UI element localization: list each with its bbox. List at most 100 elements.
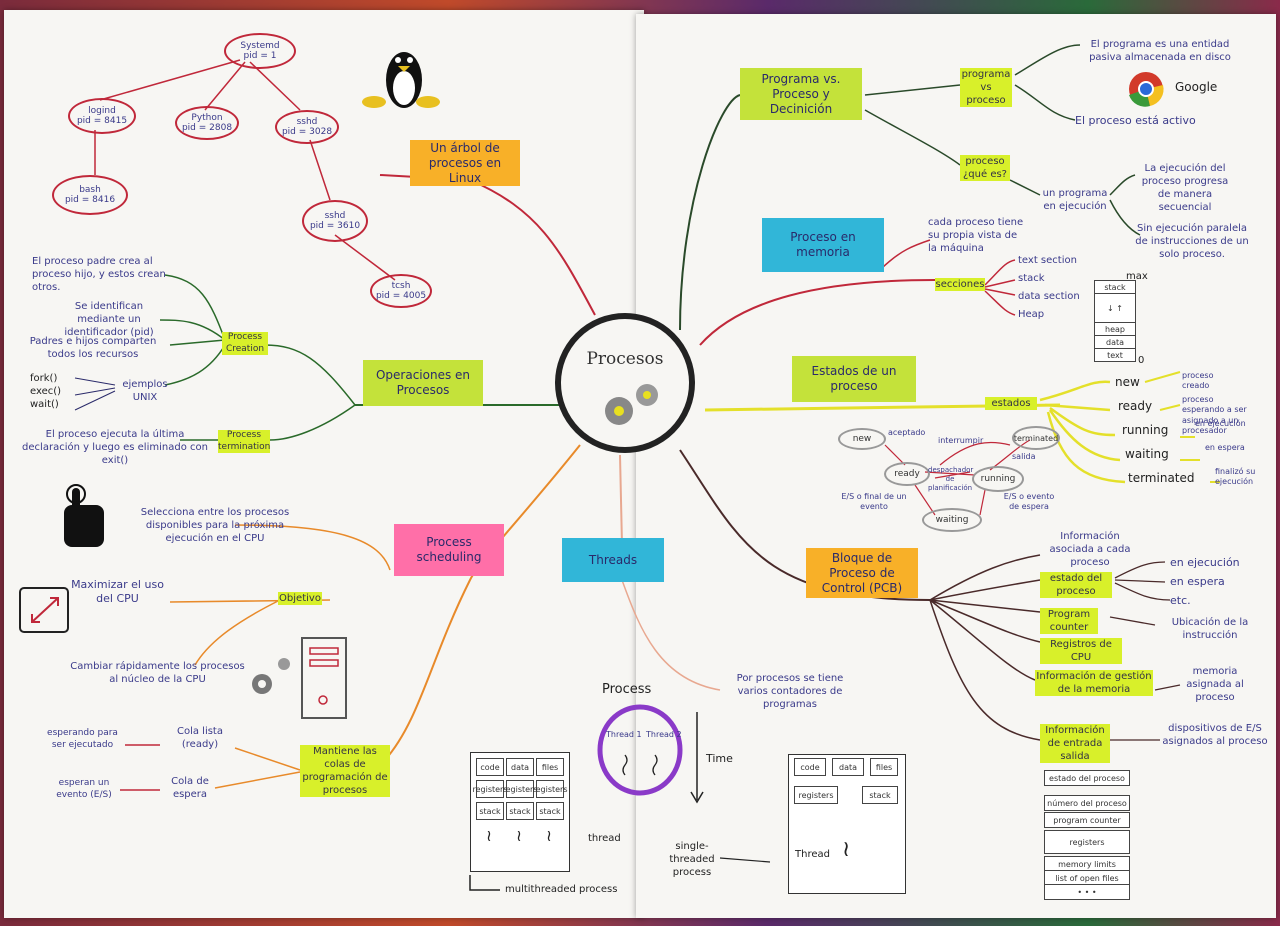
thread-squiggle: ≀: [546, 826, 552, 845]
diagram-label: interrumpir: [938, 436, 984, 445]
maximize-icon: [19, 587, 69, 633]
pcb-table-row: estado del proceso: [1044, 770, 1130, 786]
multithread-cell: files: [536, 758, 564, 776]
objective-label: Objetivo: [278, 592, 322, 605]
thread2-label: Thread 2: [646, 730, 682, 739]
state-desc: proceso esperando a ser asignado a un pr…: [1182, 395, 1247, 436]
state-desc: en espera: [1205, 443, 1245, 452]
creation-label: Process Creation: [222, 332, 268, 356]
multithread-cell: registers: [472, 780, 508, 798]
right-page: [636, 14, 1276, 918]
secuencial-text: La ejecución del proceso progresa de man…: [1141, 163, 1229, 213]
pcb-es: Información de entrada salida: [1040, 724, 1110, 763]
pcb-table-row: • • •: [1044, 884, 1130, 900]
secciones-label: secciones: [935, 278, 985, 291]
multithread-cell: registers: [502, 780, 538, 798]
pcb-estado-value: en ejecución: [1170, 556, 1240, 569]
process-circle: [597, 704, 683, 796]
singlethreaded-caption: single-threaded process: [669, 841, 715, 878]
state-desc: en ejecución: [1195, 419, 1246, 428]
tree-node-python: Python pid = 2808: [175, 106, 239, 140]
que-es-label: proceso ¿qué es?: [960, 155, 1010, 181]
pcb-estado-value: etc.: [1170, 594, 1191, 607]
state-desc: finalizó su ejecución: [1215, 467, 1256, 487]
diagram-label: salida: [1012, 452, 1036, 461]
termination-label: Process termination: [218, 430, 271, 454]
unix-examples: fork() exec() wait(): [30, 373, 62, 410]
memory-stack-cell: heap: [1094, 322, 1136, 336]
thread-squiggle: ≀: [516, 826, 522, 845]
state-desc: proceso creado: [1182, 371, 1214, 391]
note-pcb: Bloque de Proceso de Control (PCB): [806, 548, 918, 598]
zero-label: 0: [1138, 355, 1145, 366]
note-operaciones: Operaciones en Procesos: [363, 360, 483, 406]
ejecucion-text: un programa en ejecución: [1042, 188, 1108, 212]
thread1-label: Thread 1: [606, 730, 642, 739]
multithread-cell: stack: [536, 802, 564, 820]
tree-node-sshd: sshd pid = 3028: [275, 110, 339, 144]
state-name: waiting: [1125, 447, 1169, 461]
pcb-table-row: registers: [1044, 830, 1130, 854]
diagram-state-waiting: waiting: [922, 508, 982, 532]
diagram-state-new: new: [838, 428, 886, 450]
multithread-cell: stack: [476, 802, 504, 820]
multithread-cell: data: [506, 758, 534, 776]
activo-text: El proceso está activo: [1075, 114, 1196, 127]
gears-icon: [605, 384, 658, 425]
diagram-label: despachador de planificación: [928, 466, 974, 493]
note-programa: Programa vs. Proceso y Decinición: [740, 68, 862, 120]
memory-section-item: text section: [1018, 255, 1077, 266]
thread-arrow-label: thread: [588, 833, 621, 844]
threads-desc: Por procesos se tiene varios contadores …: [736, 673, 844, 710]
thread-label: Thread: [795, 849, 830, 860]
select-text: Selecciona entre los procesos disponible…: [140, 507, 290, 544]
computer-tower-icon: [301, 637, 347, 719]
tree-node-bash: bash pid = 8416: [52, 175, 128, 215]
ready-desc: esperando para ser ejecutado: [47, 728, 118, 750]
pcb-es-desc: dispositivos de E/S asignados al proceso: [1162, 723, 1268, 747]
diagram-label: E/S o final de un evento: [841, 492, 907, 512]
chrome-logo-icon: [1129, 72, 1164, 107]
time-label: Time: [706, 752, 733, 765]
gear-small-icon: [252, 658, 290, 694]
google-label: Google: [1175, 80, 1218, 94]
diagram-label: E/S o evento de espera: [1003, 492, 1055, 512]
penguin-icon: [362, 52, 440, 108]
diagram-state-running: running: [972, 466, 1024, 492]
single-cell: files: [870, 758, 898, 776]
termination-text: El proceso ejecuta la última declaración…: [22, 429, 208, 466]
pcb-counter-desc: Ubicación de la instrucción: [1171, 617, 1249, 641]
pcb-memoria: Información de gestión de la memoria: [1035, 670, 1153, 696]
single-cell: data: [832, 758, 864, 776]
memory-section-item: data section: [1018, 291, 1080, 302]
pcb-estado-value: en espera: [1170, 575, 1225, 588]
center-title: Procesos: [586, 349, 664, 369]
thread-squiggle: ≀: [486, 826, 492, 845]
multithread-cell: code: [476, 758, 504, 776]
wait-queue: Cola de espera: [171, 776, 209, 800]
memory-stack-cell: stack: [1094, 280, 1136, 294]
single-cell: code: [794, 758, 826, 776]
tree-node-tcsh: tcsh pid = 4005: [370, 274, 432, 308]
process-label: Process: [602, 682, 652, 697]
pcb-estado: estado del proceso: [1040, 572, 1112, 598]
pcb-info: Información asociada a cada proceso: [1049, 531, 1131, 568]
thread-squiggle: ≀: [842, 837, 851, 862]
multithreaded-caption: multithreaded process: [505, 884, 618, 895]
state-name: ready: [1118, 399, 1153, 413]
diagram-state-terminated: terminated: [1012, 426, 1060, 450]
pcb-table-row: número del proceso: [1044, 795, 1130, 811]
multithread-cell: registers: [532, 780, 568, 798]
pcb-registros: Registros de CPU: [1040, 638, 1122, 664]
creation-text: El proceso padre crea al proceso hijo, y…: [32, 256, 166, 293]
note-scheduling: Process scheduling: [394, 524, 504, 576]
note-linux-tree: Un árbol de procesos en Linux: [410, 140, 520, 186]
memory-stack-cell: text: [1094, 348, 1136, 362]
pcb-memoria-desc: memoria asignada al proceso: [1186, 666, 1244, 703]
diagram-state-ready: ready: [884, 462, 930, 486]
queues-label: Mantiene las colas de programación de pr…: [300, 745, 390, 797]
wait-desc: esperan un evento (E/S): [56, 778, 112, 800]
single-cell: registers: [794, 786, 838, 804]
pcb-counter: Program counter: [1040, 608, 1098, 634]
